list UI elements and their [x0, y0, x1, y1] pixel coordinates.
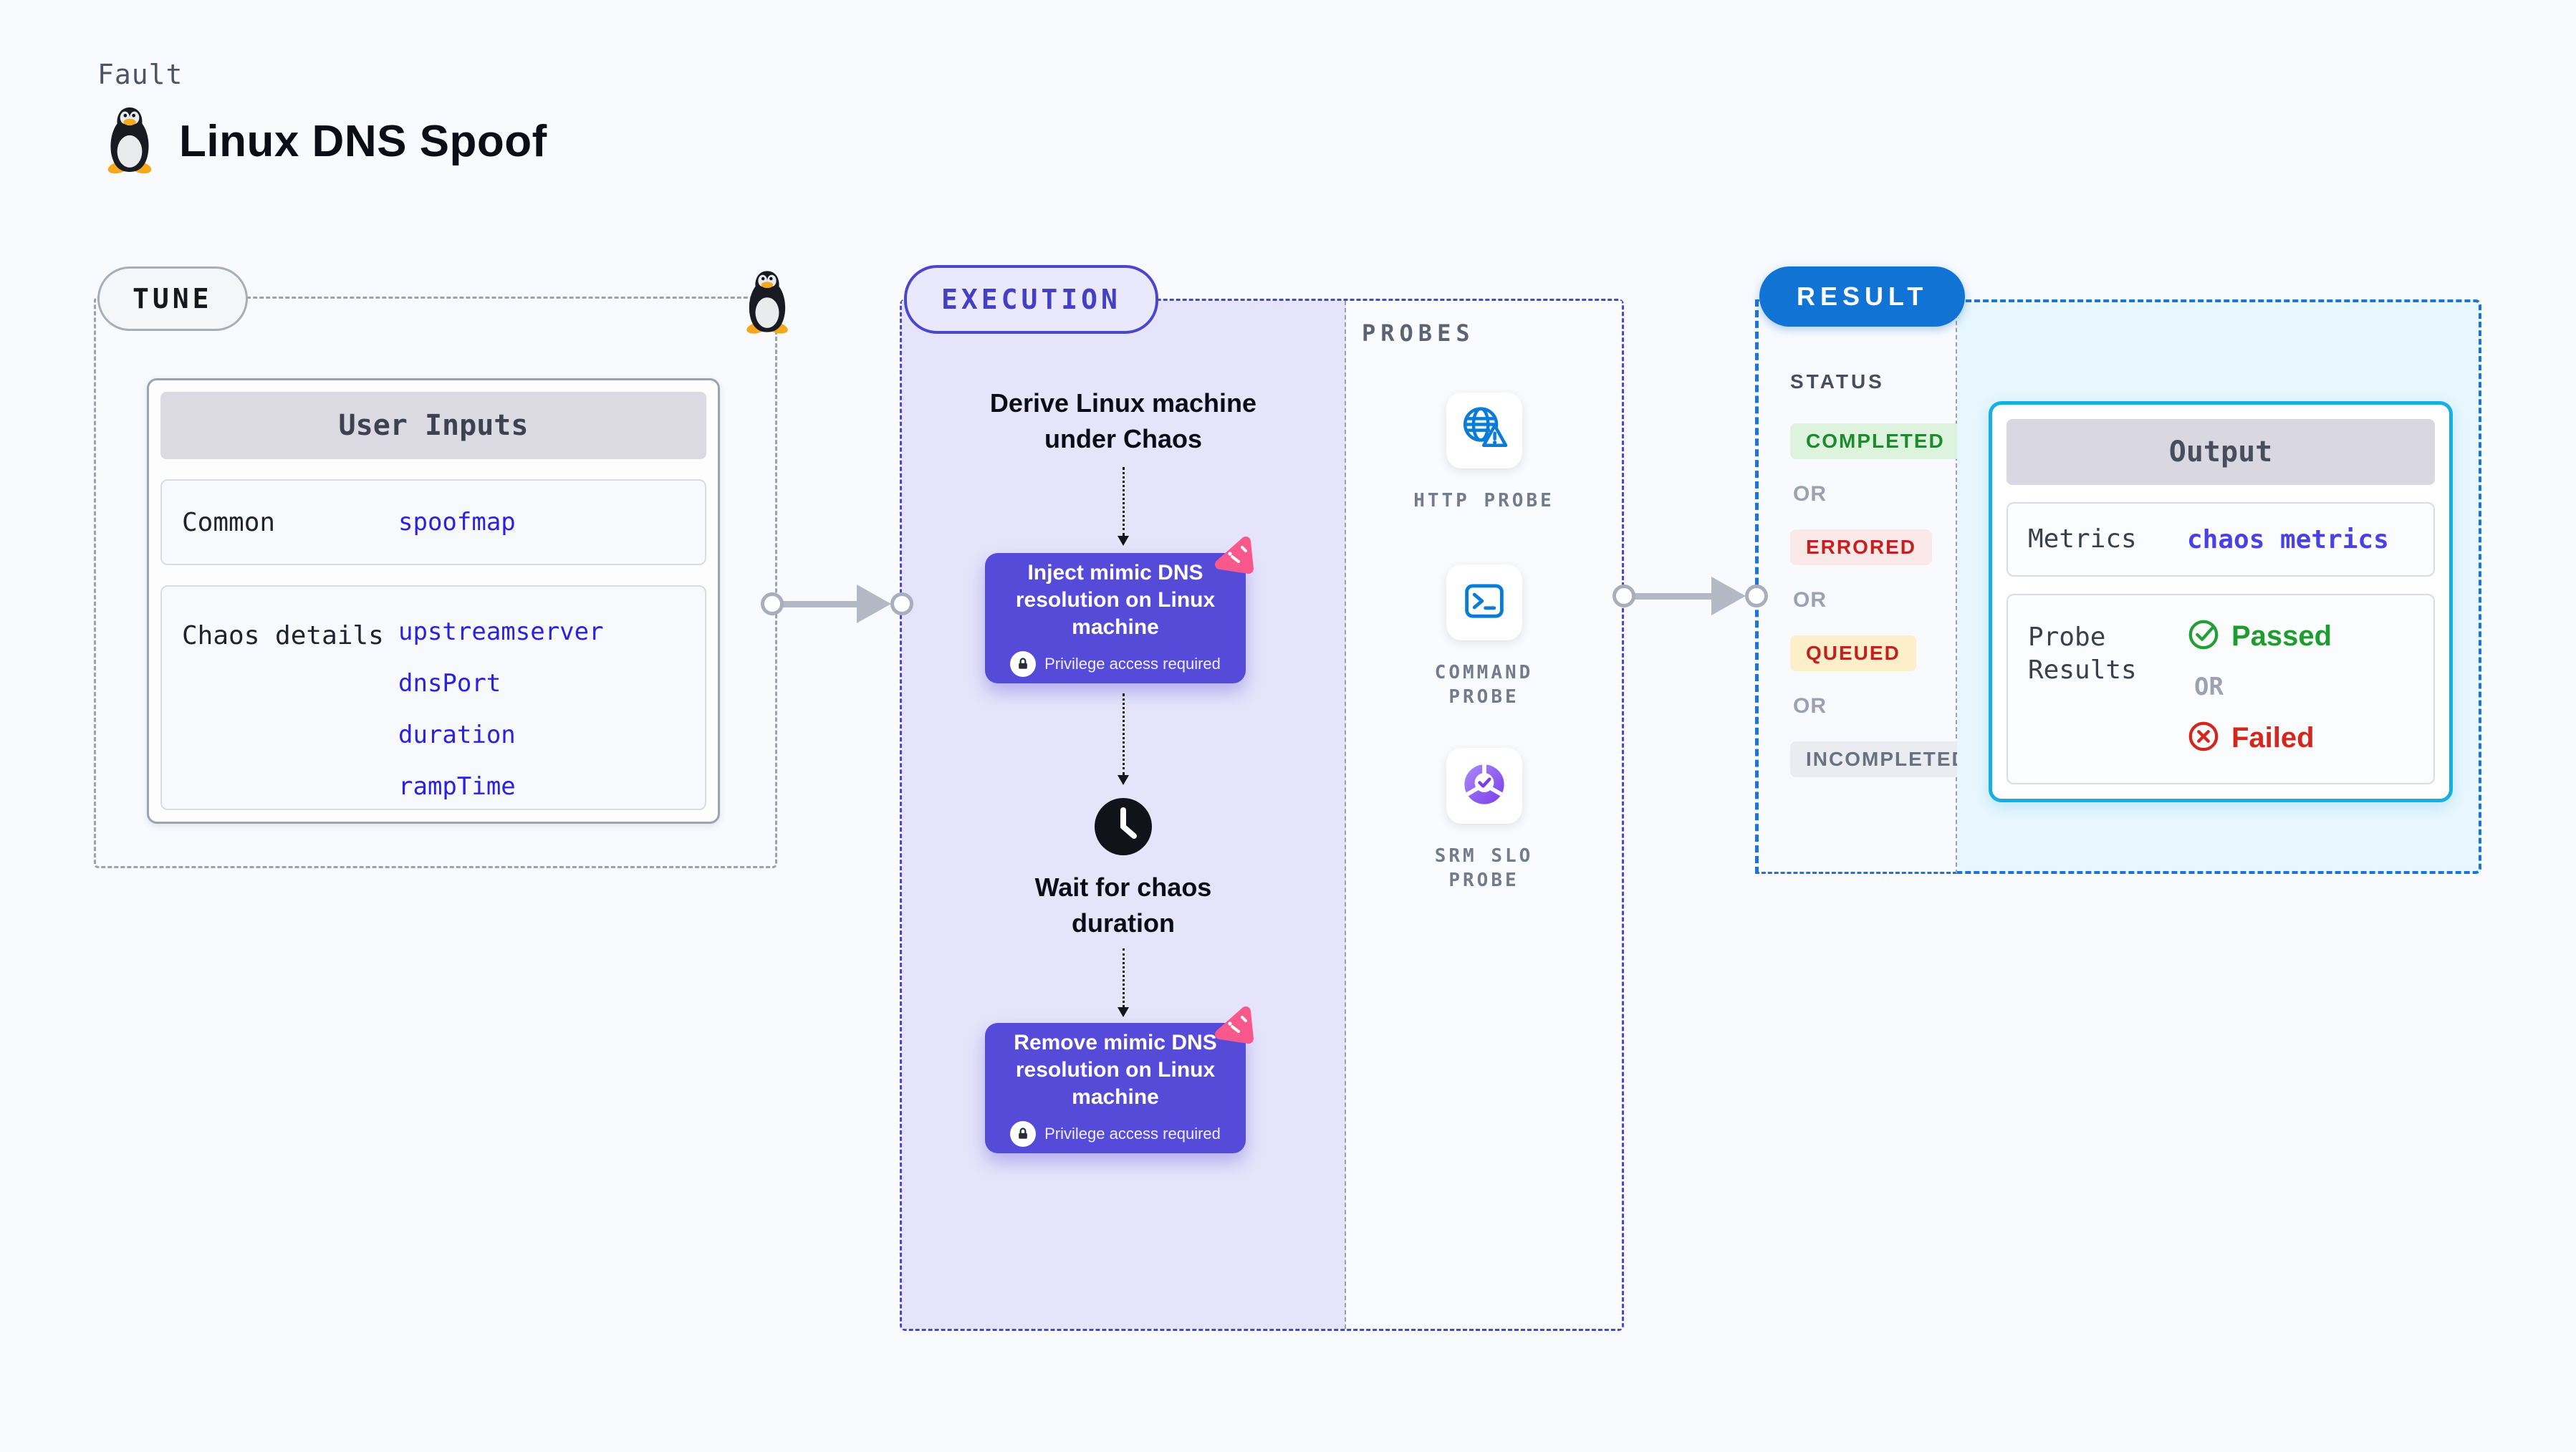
result-status-box: STATUS COMPLETED OR ERRORED OR QUEUED OR… — [1755, 299, 1984, 874]
page-title: Linux DNS Spoof — [179, 117, 547, 166]
arrow-tune-to-execution — [761, 573, 913, 635]
page-header: Linux DNS Spoof — [106, 106, 547, 177]
user-inputs-title: User Inputs — [160, 392, 706, 459]
status-badge-incompleted: INCOMPLETED — [1790, 741, 1984, 777]
or-separator: OR — [2194, 673, 2224, 701]
probes-area: PROBES — [1346, 301, 1622, 1329]
table-row-chaos-details: Chaos details upstreamserver dnsPort dur… — [160, 585, 706, 810]
status-heading: STATUS — [1790, 370, 1885, 393]
http-probe-card — [1446, 393, 1522, 468]
http-probe-label: HTTP PROBE — [1413, 490, 1554, 511]
param-link-duration[interactable]: duration — [398, 721, 516, 749]
srm-slo-probe-label: SRM SLO PROBE — [1434, 845, 1534, 891]
table-row-common: Common spoofmap — [160, 479, 706, 565]
output-card: Output Metrics chaos metrics Probe Resul… — [1989, 401, 2453, 802]
fault-kicker: Fault — [97, 59, 183, 90]
remove-node-title: Remove mimic DNS resolution on Linux mac… — [1014, 1031, 1217, 1109]
chaos-metrics-link[interactable]: chaos metrics — [2187, 524, 2389, 554]
command-probe-card — [1446, 564, 1522, 640]
inject-dns-node: Inject mimic DNS resolution on Linux mac… — [985, 553, 1246, 683]
param-link-upstreamserver[interactable]: upstreamserver — [398, 617, 604, 646]
metrics-label: Metrics — [2028, 524, 2137, 554]
or-separator: OR — [1793, 588, 1827, 612]
command-probe-label: COMMAND PROBE — [1434, 662, 1534, 708]
srm-slo-probe-card — [1446, 748, 1522, 824]
status-badge-queued: QUEUED — [1790, 635, 1916, 671]
privilege-badge: Privilege access required — [1010, 651, 1221, 677]
wait-step-text: Wait for chaos duration — [1034, 872, 1212, 938]
privilege-badge: Privilege access required — [1010, 1121, 1221, 1147]
row-label: Common — [182, 507, 276, 537]
status-badge-errored: ERRORED — [1790, 529, 1933, 565]
row-label: Chaos details — [182, 621, 384, 650]
metrics-row: Metrics chaos metrics — [2007, 502, 2435, 577]
status-badge-completed: COMPLETED — [1790, 423, 1961, 459]
probe-results-label: Probe Results — [2028, 622, 2137, 685]
execution-section-box: Derive Linux machine under Chaos Inject … — [900, 299, 1624, 1331]
tux-penguin-icon-small — [745, 269, 789, 337]
privilege-badge-text: Privilege access required — [1044, 655, 1221, 673]
terminal-icon — [1456, 573, 1512, 633]
failed-result: Failed — [2187, 720, 2332, 756]
slo-donut-check-icon — [1456, 756, 1512, 816]
param-link-dnsport[interactable]: dnsPort — [398, 669, 501, 698]
probes-heading: PROBES — [1362, 319, 1475, 347]
probe-results-row: Probe Results Passed OR — [2007, 594, 2435, 784]
clock-icon — [1092, 795, 1155, 858]
check-circle-icon — [2187, 618, 2220, 654]
lock-icon — [1010, 651, 1037, 677]
user-inputs-card: User Inputs Common spoofmap Chaos detail… — [147, 378, 720, 824]
arrow-execution-to-result — [1613, 565, 1768, 627]
tune-pill: TUNE — [97, 266, 248, 331]
failed-text: Failed — [2231, 721, 2315, 754]
passed-text: Passed — [2231, 620, 2332, 652]
execution-flow-area: Derive Linux machine under Chaos Inject … — [902, 301, 1346, 1329]
tune-section-box — [94, 297, 777, 868]
tux-penguin-icon — [106, 106, 153, 177]
chaos-fault-icon — [1210, 1003, 1256, 1049]
output-title: Output — [2007, 419, 2435, 485]
derive-step-text: Derive Linux machine under Chaos — [989, 388, 1257, 453]
or-separator: OR — [1793, 482, 1827, 506]
inject-node-title: Inject mimic DNS resolution on Linux mac… — [1015, 561, 1216, 639]
chaos-fault-icon — [1210, 533, 1256, 579]
lock-icon — [1010, 1121, 1037, 1147]
globe-alert-icon — [1456, 401, 1512, 461]
down-arrow-icon — [1118, 948, 1129, 1017]
or-separator: OR — [1793, 694, 1827, 718]
param-link-ramptime[interactable]: rampTime — [398, 772, 516, 801]
passed-result: Passed — [2187, 618, 2332, 654]
down-arrow-icon — [1118, 693, 1129, 785]
result-pill: RESULT — [1759, 266, 1966, 327]
param-link-spoofmap[interactable]: spoofmap — [398, 508, 516, 537]
remove-dns-node: Remove mimic DNS resolution on Linux mac… — [985, 1023, 1246, 1153]
down-arrow-icon — [1118, 467, 1129, 546]
x-circle-icon — [2187, 720, 2220, 756]
privilege-badge-text: Privilege access required — [1044, 1125, 1221, 1143]
execution-pill: EXECUTION — [904, 265, 1158, 334]
